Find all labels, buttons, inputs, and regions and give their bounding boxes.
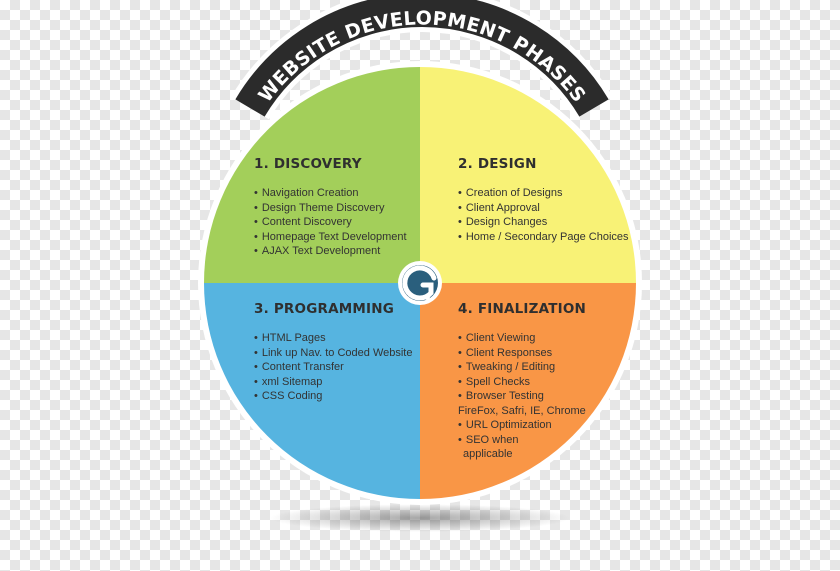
bullet: • bbox=[458, 361, 462, 373]
list-item: •HTML Pages bbox=[254, 332, 326, 344]
bullet: • bbox=[458, 201, 462, 214]
list-item: •FireFox, Safri, IE, Chrome bbox=[458, 404, 586, 417]
list-item: •Client Approval bbox=[458, 201, 540, 214]
list-item: •Design Theme Discovery bbox=[254, 201, 385, 214]
bullet: • bbox=[254, 230, 258, 243]
quadrant-programming: 3. PROGRAMMING •HTML Pages •Link up Nav.… bbox=[254, 301, 412, 404]
bullet: • bbox=[254, 390, 258, 402]
bullet: • bbox=[254, 332, 258, 344]
finalization-title: 4. FINALIZATION bbox=[458, 301, 587, 317]
list-item: •Client Responses bbox=[458, 346, 553, 359]
list-item: •Spell Checks bbox=[458, 375, 531, 388]
bullet: • bbox=[458, 346, 462, 359]
bullet: • bbox=[254, 187, 258, 199]
list-item: •AJAX Text Development bbox=[254, 245, 381, 257]
list-item: •Creation of Designs bbox=[458, 187, 563, 199]
quadrant-design: 2. DESIGN •Creation of Designs •Client A… bbox=[458, 156, 629, 244]
bullet: • bbox=[254, 375, 258, 388]
bullet: • bbox=[458, 375, 462, 388]
list-item: •Homepage Text Development bbox=[254, 230, 407, 243]
bullet: • bbox=[254, 245, 258, 257]
programming-list: •HTML Pages •Link up Nav. to Coded Websi… bbox=[254, 331, 412, 404]
list-item: •Tweaking / Editing bbox=[458, 361, 556, 373]
bullet: • bbox=[254, 346, 258, 359]
discovery-list: •Navigation Creation •Design Theme Disco… bbox=[254, 186, 407, 259]
title-banner bbox=[235, 0, 609, 117]
quadrant-finalization-segment bbox=[420, 283, 636, 499]
bullet: • bbox=[458, 187, 462, 199]
finalization-list: •Client Viewing •Client Responses •Tweak… bbox=[458, 331, 586, 462]
quadrant-discovery: 1. DISCOVERY •Navigation Creation •Desig… bbox=[254, 156, 407, 259]
list-item: •Home / Secondary Page Choices bbox=[458, 230, 629, 243]
quadrant-discovery-segment bbox=[204, 67, 420, 283]
bullet: • bbox=[458, 216, 462, 228]
bullet: • bbox=[458, 230, 462, 243]
list-item: •URL Optimization bbox=[458, 419, 552, 431]
list-item: •xml Sitemap bbox=[254, 375, 323, 388]
quadrant-design-segment bbox=[420, 67, 636, 283]
bullet: • bbox=[254, 361, 258, 373]
list-item: •CSS Coding bbox=[254, 390, 323, 402]
bullet: • bbox=[458, 390, 462, 402]
design-list: •Creation of Designs •Client Approval •D… bbox=[458, 186, 629, 244]
discovery-title: 1. DISCOVERY bbox=[254, 156, 362, 172]
bullet: • bbox=[458, 433, 462, 446]
list-item: •Content Discovery bbox=[254, 216, 352, 228]
logo-icon bbox=[398, 261, 442, 305]
design-title: 2. DESIGN bbox=[458, 156, 537, 172]
list-item: •Client Viewing bbox=[458, 332, 536, 344]
list-item: •Browser Testing bbox=[458, 390, 544, 402]
list-item: •Design Changes bbox=[458, 216, 548, 228]
list-item: •Content Transfer bbox=[254, 361, 344, 373]
bullet: • bbox=[458, 419, 462, 431]
list-item: •Navigation Creation bbox=[254, 187, 359, 199]
bullet: • bbox=[254, 216, 258, 228]
programming-title: 3. PROGRAMMING bbox=[254, 301, 394, 317]
list-item: •SEO when bbox=[458, 433, 519, 446]
list-item: •applicable bbox=[463, 448, 513, 460]
bullet: • bbox=[458, 332, 462, 344]
drop-shadow bbox=[270, 504, 570, 532]
quadrant-programming-segment bbox=[204, 283, 420, 499]
bullet: • bbox=[254, 201, 258, 214]
quadrant-finalization: 4. FINALIZATION •Client Viewing •Client … bbox=[458, 301, 586, 462]
list-item: •Link up Nav. to Coded Website bbox=[254, 346, 413, 359]
